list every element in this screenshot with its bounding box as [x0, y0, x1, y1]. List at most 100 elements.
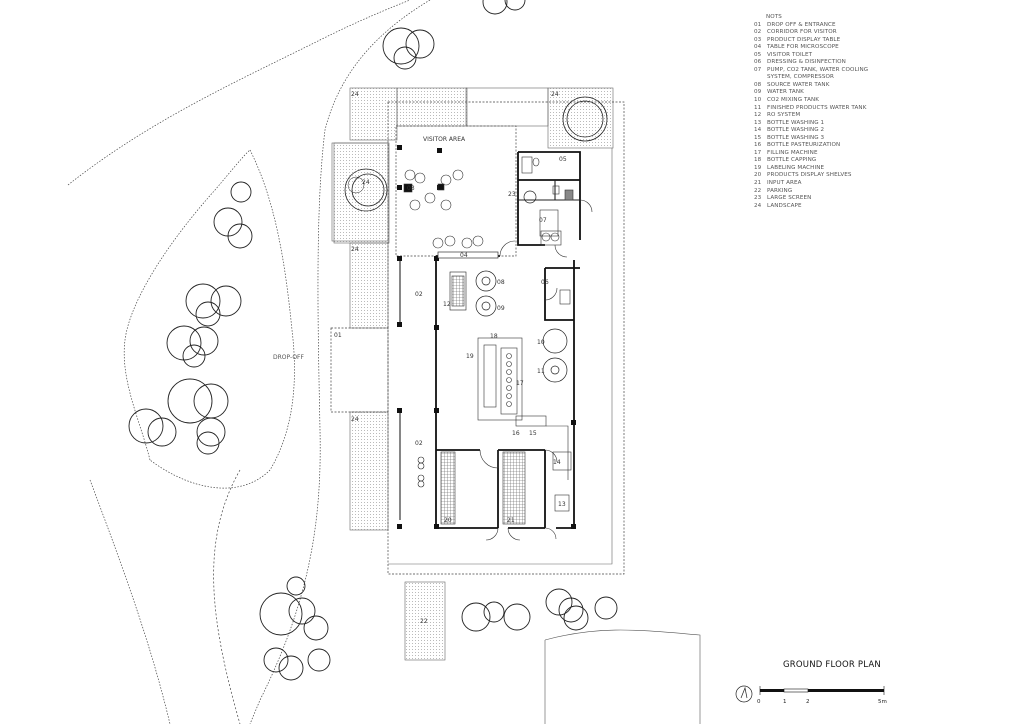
note-number: 17	[754, 149, 762, 156]
note-text: TABLE FOR MICROSCOPE	[767, 44, 839, 51]
note-text: INPUT AREA	[767, 180, 802, 187]
tag-24-d: 24	[351, 246, 359, 253]
note-text: BOTTLE WASHING 3	[767, 134, 825, 141]
tag-21: 21	[507, 517, 515, 524]
note-number: 13	[754, 119, 762, 126]
tag-16: 16	[512, 430, 520, 437]
note-text: CORRIDOR FOR VISITOR	[767, 29, 837, 36]
note-number: 23	[754, 195, 762, 202]
note-item: 02 CORRIDOR FOR VISITOR	[754, 29, 868, 37]
tag-15: 15	[529, 430, 537, 437]
corridor-seating	[417, 456, 425, 488]
note-number: 24	[754, 202, 762, 209]
scale-label-2: 2	[806, 699, 810, 705]
notes-heading: NOTS	[766, 14, 782, 20]
note-item: 07 PUMP, CO2 TANK, WATER COOLING	[754, 67, 868, 75]
tag-22: 22	[420, 618, 428, 625]
north-arrow	[735, 685, 753, 703]
tag-20: 20	[444, 517, 452, 524]
note-number: 15	[754, 134, 762, 141]
landscape-zones	[333, 87, 614, 531]
toilet-room-fixtures	[521, 156, 574, 246]
scale-label-5m: 5m	[878, 699, 887, 705]
tag-24-a: 24	[351, 91, 359, 98]
note-text: DRESSING & DISINFECTION	[767, 59, 846, 66]
note-text: PUMP, CO2 TANK, WATER COOLING	[767, 66, 869, 73]
note-number: 09	[754, 89, 762, 96]
note-item: 21 INPUT AREA	[754, 180, 868, 188]
input-area-shelves	[502, 451, 526, 525]
note-text: VISITOR TOILET	[767, 51, 813, 58]
terrace-outline	[331, 87, 613, 565]
note-number: 20	[754, 172, 762, 179]
note-number: 19	[754, 164, 762, 171]
note-number: 12	[754, 112, 762, 119]
note-item: 15 BOTTLE WASHING 3	[754, 135, 868, 143]
scale-label-0: 0	[757, 699, 761, 705]
note-number: 04	[754, 44, 762, 51]
note-item: 20 PRODUCTS DISPLAY SHELVES	[754, 172, 868, 180]
note-text: PARKING	[767, 187, 793, 194]
drawing-title: GROUND FLOOR PLAN	[783, 660, 881, 670]
trees	[128, 0, 618, 681]
note-text: PRODUCTS DISPLAY SHELVES	[767, 172, 852, 179]
note-number: 02	[754, 29, 762, 36]
tag-05: 05	[559, 156, 567, 163]
note-text: DROP OFF & ENTRANCE	[767, 21, 836, 28]
drop-off-label: DROP-OFF	[273, 354, 305, 361]
note-number: 16	[754, 142, 762, 149]
note-text: FINISHED PRODUCTS WATER TANK	[767, 104, 867, 111]
production-line-machines	[449, 271, 572, 512]
note-text: LARGE SCREEN	[767, 195, 812, 202]
notes-list: 01 DROP OFF & ENTRANCE 02 CORRIDOR FOR VISI…	[754, 22, 868, 211]
columns	[397, 145, 576, 529]
note-number: 07	[754, 66, 762, 73]
scale-label-1: 1	[783, 699, 787, 705]
tag-13: 13	[558, 501, 566, 508]
parking-area	[404, 581, 446, 661]
tag-07: 07	[539, 217, 547, 224]
note-text: WATER TANK	[767, 89, 804, 96]
note-text: BOTTLE PASTEURIZATION	[767, 142, 841, 149]
tag-03: 03	[407, 185, 415, 192]
microscope-table	[437, 251, 499, 259]
note-number: 05	[754, 51, 762, 58]
note-number: 01	[754, 21, 762, 28]
visitor-area-furniture	[403, 169, 484, 249]
note-number: 21	[754, 180, 762, 187]
note-text: RO SYSTEM	[767, 112, 801, 119]
tag-23: 23	[508, 191, 516, 198]
site-solid-lines	[544, 629, 701, 724]
notes-legend: NOTS 01 DROP OFF & ENTRANCE 02 CORRIDOR FOR…	[754, 14, 868, 210]
note-text: SYSTEM, COMPRESSOR	[767, 74, 834, 81]
tag-02-upper: 02	[415, 291, 423, 298]
tag-19: 19	[466, 353, 474, 360]
note-item: 22 PARKING	[754, 188, 868, 196]
planters	[344, 96, 608, 212]
note-item: 01 DROP OFF & ENTRANCE	[754, 22, 868, 30]
note-number: 14	[754, 127, 762, 134]
note-text: CO2 MIXING TANK	[767, 97, 820, 104]
note-text: LANDSCAPE	[767, 202, 802, 209]
note-number: 08	[754, 81, 762, 88]
tag-04: 04	[460, 252, 468, 259]
note-number: 11	[754, 104, 762, 111]
note-item: 24 LANDSCAPE	[754, 203, 868, 211]
note-item: 12 RO SYSTEM	[754, 112, 868, 120]
door-swings	[479, 199, 593, 541]
room-tags: 01 02 02 03 04 05 06 07 08 09 10 11 12 1…	[273, 91, 567, 625]
note-item: 05 VISITOR TOILET	[754, 52, 868, 60]
note-number: 22	[754, 187, 762, 194]
note-item: SYSTEM, COMPRESSOR	[754, 74, 868, 82]
site-boundary-lines	[67, 0, 431, 724]
tag-11: 11	[537, 368, 545, 375]
